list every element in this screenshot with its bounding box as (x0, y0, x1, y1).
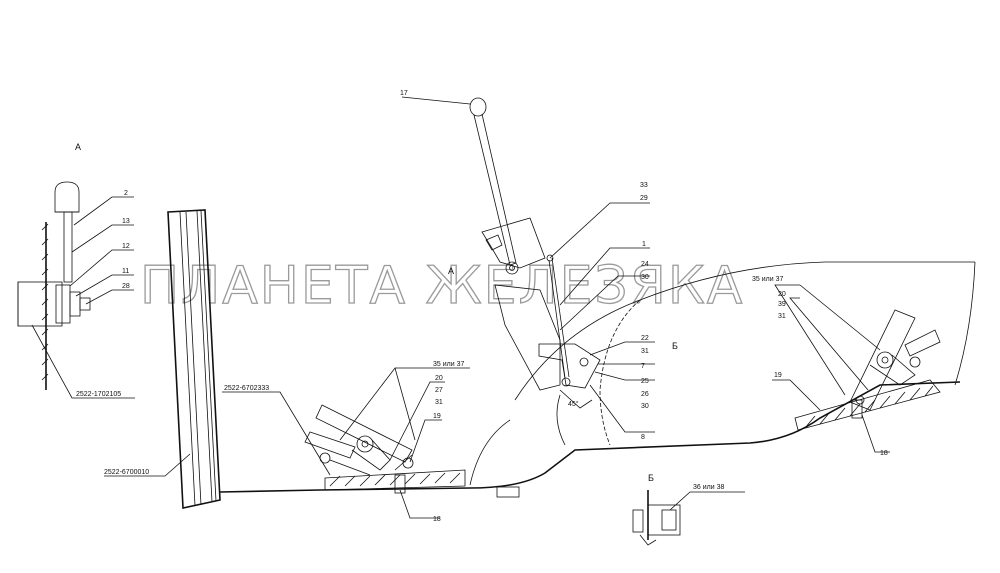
callout-30-bottom: 30 (641, 403, 649, 410)
callout-18-left: 18 (433, 516, 441, 523)
callout-8: 8 (641, 434, 645, 441)
callout-24: 24 (641, 261, 649, 268)
callout-19-left: 19 (433, 413, 441, 420)
callout-33: 33 (640, 182, 648, 189)
rod-shape (63, 211, 73, 283)
angle-45: 45° (568, 400, 579, 408)
floor-bracket (496, 486, 520, 498)
right-pedal-assembly: 35 или 37 20 39 31 19 18 (752, 276, 941, 457)
callout-20-right: 20 (778, 291, 786, 298)
callout-36: 36 или 38 (693, 484, 724, 491)
callout-7: 7 (641, 363, 645, 370)
callout-39-right: 39 (778, 301, 786, 308)
view-a-marker: А (448, 266, 454, 276)
callout-11: 11 (122, 268, 129, 275)
callout-13: 13 (122, 218, 130, 225)
part-2522-6700010: 2522-6700010 (104, 469, 149, 476)
lever-knob (469, 97, 487, 117)
callout-1: 1 (642, 241, 646, 248)
callout-29: 29 (640, 195, 648, 202)
callout-31-right: 31 (778, 313, 786, 320)
callout-26: 26 (641, 391, 649, 398)
part-2522-1702105: 2522-1702105 (76, 391, 121, 398)
callout-30-top: 30 (641, 274, 649, 281)
floor-outline (219, 381, 961, 493)
left-pedal-assembly: 35 или 37 20 27 31 19 18 2522-6702333 (222, 361, 470, 523)
callout-35-right: 35 или 37 (752, 276, 783, 283)
callout-12: 12 (122, 243, 130, 250)
callout-17: 17 (400, 90, 408, 97)
callout-31-left: 31 (435, 399, 443, 406)
callout-20-left: 20 (435, 375, 443, 382)
callout-31-center: 31 (641, 348, 649, 355)
callout-27-left: 27 (435, 387, 443, 394)
callout-35-left: 35 или 37 (433, 361, 464, 368)
view-a-detail: А 2 13 12 11 28 2522-1702105 (17, 142, 135, 399)
callout-25: 25 (641, 378, 649, 385)
column-part: 2522-6700010 (104, 209, 221, 509)
view-a-label: А (75, 142, 81, 152)
part-2522-6702333: 2522-6702333 (224, 385, 269, 392)
knob-shape (54, 181, 80, 213)
callout-18-right: 18 (880, 450, 888, 457)
callout-22: 22 (641, 335, 649, 342)
callout-19-right: 19 (774, 372, 782, 379)
hand-lever-assembly: 17 45° А Б 33 29 1 24 30 22 31 7 25 26 (400, 90, 678, 441)
callout-28: 28 (122, 283, 130, 290)
view-b-label: Б (648, 473, 654, 483)
view-b-detail: Б 36 или 38 (632, 473, 745, 546)
watermark-text: ПЛАНЕТА ЖЕЛЕЗЯКА (140, 256, 744, 316)
callout-2: 2 (124, 190, 128, 197)
view-b-marker: Б (672, 341, 678, 351)
